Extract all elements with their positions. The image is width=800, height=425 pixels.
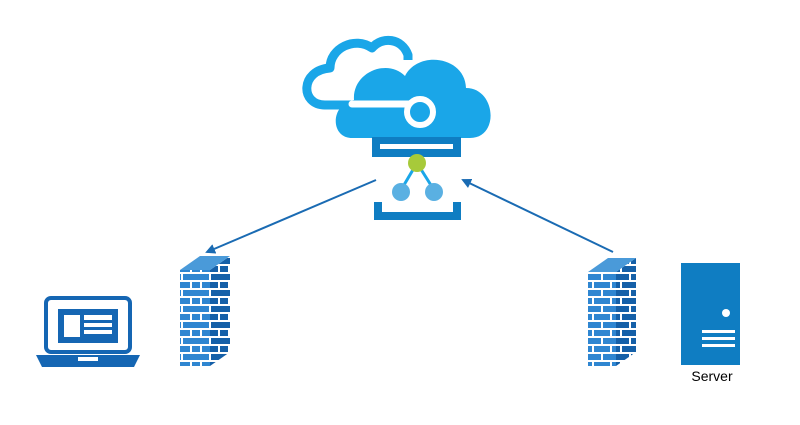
azure-relay-cloud-icon — [302, 35, 491, 220]
firewall-left-icon — [180, 256, 230, 366]
firewall-right-icon — [588, 258, 636, 366]
arrow-cloud-to-laptop — [205, 179, 377, 254]
server-icon — [681, 263, 740, 365]
arrow-server-to-cloud — [461, 178, 614, 253]
laptop-icon — [36, 296, 140, 367]
server-label: Server — [691, 368, 733, 384]
